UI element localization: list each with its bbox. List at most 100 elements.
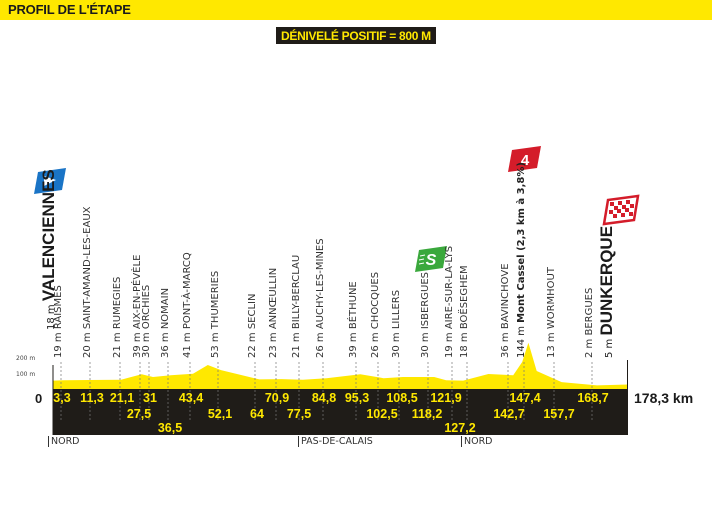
region-pas-de-calais: PAS-DE-CALAIS	[298, 436, 373, 447]
km-marker-label: 95,3	[344, 391, 370, 405]
town-altitude: 26 m	[370, 329, 381, 358]
town-label: 5 m DUNKERQUE	[597, 225, 618, 358]
town-name: AUCHY-LES-MINES	[315, 238, 326, 330]
town-label: 18 m BOËSEGHEM	[459, 265, 470, 358]
town-altitude: 21 m	[112, 329, 123, 358]
town-name: BAVINCHOVE	[500, 263, 511, 330]
town-name: THUMERIES	[210, 270, 221, 330]
town-label: 26 m CHOCQUES	[370, 271, 381, 358]
town-name: SECLIN	[247, 293, 258, 330]
km-marker-label: 84,8	[311, 391, 337, 405]
town-name: NOMAIN	[160, 287, 171, 330]
town-label: 20 m SAINT-AMAND-LES-EAUX	[82, 206, 93, 358]
km-marker-label: 127,2	[444, 421, 476, 435]
km-marker-label: 3,3	[53, 391, 71, 405]
town-name: ORCHIES	[141, 284, 152, 330]
town-name: BILLY-BERCLAU	[291, 254, 302, 330]
km-marker-label: 31	[143, 391, 157, 405]
town-name: PONT-À-MARCQ	[182, 252, 193, 330]
town-altitude: 26 m	[315, 329, 326, 358]
km-marker-label: 121,9	[430, 391, 462, 405]
town-label: 22 m SECLIN	[247, 293, 258, 358]
town-label: 26 m AUCHY-LES-MINES	[315, 238, 326, 358]
elevation-gain-badge: DÉNIVELÉ POSITIF = 800 M	[276, 27, 436, 44]
town-altitude: 19 m	[53, 329, 64, 358]
km-marker-label: 43,4	[178, 391, 204, 405]
y-tick-200: 200 m	[16, 355, 36, 362]
town-altitude: 30 m	[391, 329, 402, 358]
km-marker-label: 36,5	[157, 421, 183, 435]
town-altitude: 13 m	[546, 329, 557, 358]
town-altitude: 41 m	[182, 329, 193, 358]
town-altitude: 36 m	[500, 329, 511, 358]
finish-flag-icon	[602, 194, 640, 226]
town-name: DUNKERQUE	[597, 225, 616, 336]
town-label: 19 m RAISMES	[53, 285, 64, 358]
town-label: 21 m BILLY-BERCLAU	[291, 254, 302, 358]
town-name: Mont Cassel (2,3 km à 3,8%)	[516, 162, 527, 323]
km-marker-label: 147,4	[509, 391, 541, 405]
km-marker-label: 102,5	[366, 407, 398, 421]
town-label: 53 m THUMERIES	[210, 270, 221, 358]
km-marker-label: 108,5	[386, 391, 418, 405]
elevation-profile-area	[53, 342, 628, 389]
town-name: ANNŒULLIN	[268, 267, 279, 330]
town-label: 36 m NOMAIN	[160, 287, 171, 358]
town-altitude: 144 m	[516, 322, 527, 358]
town-name: WORMHOUT	[546, 267, 557, 330]
town-altitude: 22 m	[247, 329, 258, 358]
start-flag-icon	[34, 168, 66, 194]
km-marker-label: 157,7	[543, 407, 575, 421]
town-altitude: 19 m	[444, 329, 455, 358]
sprint-icon: S	[415, 246, 447, 272]
town-name: BOËSEGHEM	[459, 265, 470, 330]
town-altitude: 30 m	[141, 329, 152, 358]
town-name: SAINT-AMAND-LES-EAUX	[82, 206, 93, 330]
km-marker-label: 52,1	[207, 407, 233, 421]
km-marker-label: 27,5	[126, 407, 152, 421]
town-name: CHOCQUES	[370, 271, 381, 330]
town-label: 30 m ORCHIES	[141, 284, 152, 358]
header-bar: PROFIL DE L'ÉTAPE	[0, 0, 712, 20]
town-altitude: 20 m	[82, 329, 93, 358]
town-label: 39 m BÉTHUNE	[348, 281, 359, 358]
climb-category-4-icon: 4	[508, 146, 541, 172]
town-name: ISBERGUES	[420, 272, 431, 330]
svg-text:4: 4	[521, 152, 530, 169]
town-name: AIRE-SUR-LA-LYS	[444, 245, 455, 330]
town-label: 41 m PONT-À-MARCQ	[182, 252, 193, 358]
page-title: PROFIL DE L'ÉTAPE	[8, 2, 131, 17]
town-label: 144 m Mont Cassel (2,3 km à 3,8%)	[516, 162, 527, 358]
town-altitude: 23 m	[268, 329, 279, 358]
town-altitude: 2 m	[584, 335, 595, 358]
km-marker-label: 64	[250, 407, 264, 421]
svg-text:S: S	[426, 252, 437, 269]
town-label: 13 m WORMHOUT	[546, 267, 557, 358]
town-altitude: 30 m	[420, 329, 431, 358]
y-tick-100: 100 m	[16, 371, 36, 378]
region-nord-1: NORD	[48, 436, 80, 447]
km-marker-label: 168,7	[577, 391, 609, 405]
km-marker-label: 70,9	[264, 391, 290, 405]
town-altitude: 36 m	[160, 329, 171, 358]
km-marker-label: 77,5	[286, 407, 312, 421]
town-label: 30 m ISBERGUES	[420, 272, 431, 358]
town-label: 36 m BAVINCHOVE	[500, 263, 511, 358]
town-altitude: 53 m	[210, 329, 221, 358]
town-name: LILLERS	[391, 289, 402, 330]
town-altitude: 21 m	[291, 329, 302, 358]
km-marker-label: 21,1	[109, 391, 135, 405]
region-nord-2: NORD	[461, 436, 493, 447]
town-label: 2 m BERGUES	[584, 288, 595, 358]
total-distance: 178,3 km	[634, 390, 694, 406]
km-marker-label: 142,7	[493, 407, 525, 421]
town-name: BÉTHUNE	[348, 281, 359, 330]
town-label: 30 m LILLERS	[391, 289, 402, 358]
start-km-label: 0	[35, 391, 43, 406]
town-label: 23 m ANNŒULLIN	[268, 267, 279, 358]
waypoint-ticks	[60, 362, 593, 420]
town-name: RAISMES	[53, 285, 64, 330]
km-marker-label: 11,3	[80, 391, 104, 405]
town-label: 21 m RUMEGIES	[112, 277, 123, 358]
